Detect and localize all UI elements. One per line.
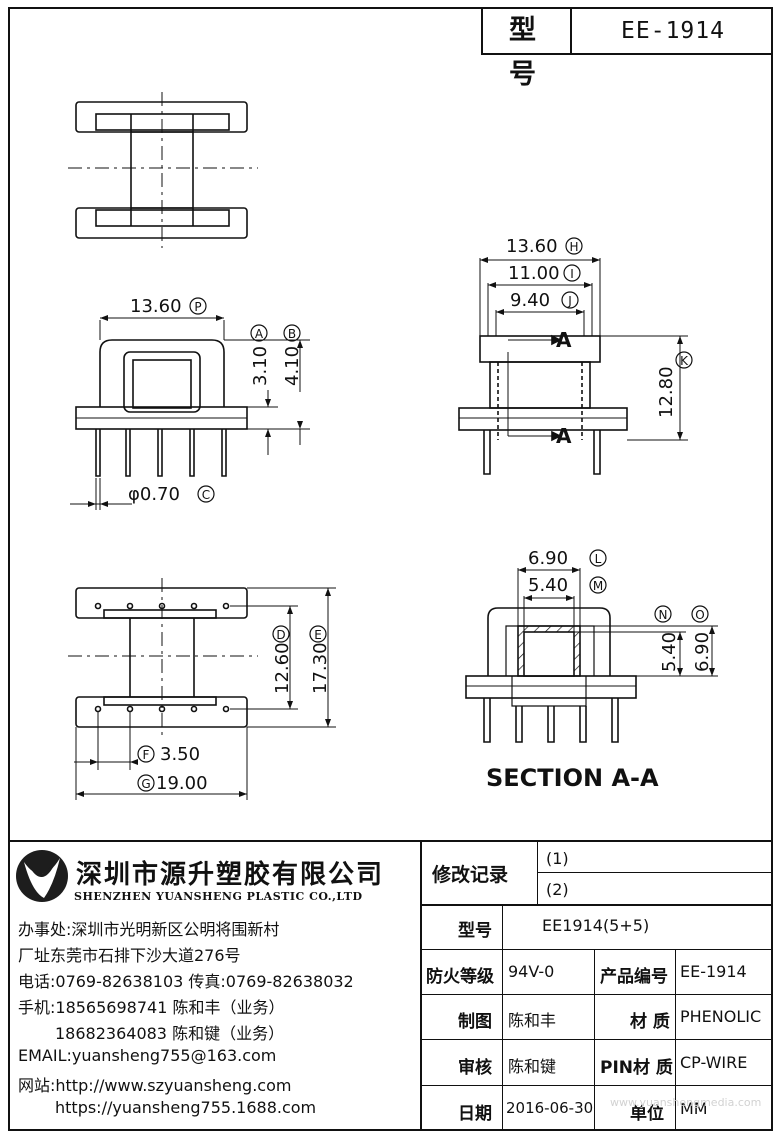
- rev-row-line: [537, 872, 773, 873]
- material-label: 材 质: [630, 1012, 670, 1032]
- dim-o-tag: O: [695, 608, 704, 622]
- dim-m-value: 5.40: [528, 575, 568, 596]
- dim-l-tag: L: [595, 552, 602, 566]
- title-block-header: 型 号 EE-1914: [481, 9, 772, 90]
- drawn-by-label: 制图: [458, 1012, 492, 1032]
- fire-rating-value: 94V-0: [508, 962, 555, 981]
- dim-n-tag: N: [659, 608, 668, 622]
- dim-o-value: 6.90: [692, 632, 713, 672]
- office-address: 办事处:深圳市光明新区公明将围新村: [18, 920, 280, 939]
- model-label: 型 号: [483, 9, 572, 90]
- website: 网站:http://www.szyuansheng.com: [18, 1076, 292, 1095]
- dim-c-value: φ0.70: [128, 484, 180, 505]
- company-logo-icon: [16, 850, 68, 902]
- dim-d-tag: D: [276, 628, 285, 642]
- email: EMAIL:yuansheng755@163.com: [18, 1046, 277, 1065]
- phone-fax: 电话:0769-82638103 传真:0769-82638032: [18, 972, 354, 991]
- website-2: https://yuansheng755.1688.com: [55, 1098, 317, 1117]
- drawn-by-value: 陈和丰: [508, 1011, 557, 1030]
- row-line-5: [420, 1085, 773, 1086]
- front-view: [70, 317, 310, 510]
- section-pins: [483, 698, 619, 743]
- dim-g-value: 19.00: [156, 773, 208, 794]
- product-no-label: 产品编号: [600, 967, 668, 987]
- dim-k-tag: K: [680, 354, 689, 368]
- dim-i-tag: I: [570, 267, 574, 281]
- bottom-view: [68, 578, 336, 800]
- row-line-1: [420, 904, 773, 906]
- factory-address: 厂址东莞市石排下沙大道276号: [18, 946, 241, 965]
- row-line-4: [420, 1039, 773, 1040]
- dim-n-value: 5.40: [659, 632, 680, 672]
- dim-m-tag: M: [593, 579, 603, 593]
- row-line-3: [420, 994, 773, 995]
- revision-label: 修改记录: [432, 864, 509, 886]
- dim-h-tag: H: [569, 240, 578, 254]
- col-line-2: [594, 950, 595, 1131]
- title-block: [8, 840, 773, 1131]
- dim-f-value: 3.50: [160, 744, 200, 765]
- dim-p-value: 13.60: [130, 296, 182, 317]
- mobile-2: 18682364083 陈和键（业务）: [55, 1024, 285, 1043]
- company-name-en: SHENZHEN YUANSHENG PLASTIC CO.,LTD: [74, 890, 363, 903]
- dim-e-tag: E: [314, 628, 322, 642]
- drawing-sheet: [8, 7, 773, 1131]
- dim-a-value: 3.10: [250, 346, 271, 386]
- dim-c-tag: C: [202, 488, 210, 502]
- model-row-label: 型号: [458, 921, 492, 941]
- section-marker-top: A: [556, 328, 572, 352]
- product-no-value: EE-1914: [680, 962, 747, 981]
- mobile-1: 手机:18565698741 陈和丰（业务）: [18, 998, 285, 1017]
- dim-j-tag: J: [567, 294, 572, 308]
- col-line-1: [502, 905, 503, 1131]
- fire-rating-label: 防火等级: [426, 967, 494, 987]
- dim-j-value: 9.40: [510, 290, 550, 311]
- revision-1: (1): [546, 849, 569, 868]
- dim-i-value: 11.00: [508, 263, 560, 284]
- revision-2: (2): [546, 880, 569, 899]
- rev-divider: [537, 842, 538, 904]
- section-marker-bottom: A: [556, 424, 572, 448]
- material-value: PHENOLIC: [680, 1007, 762, 1026]
- dim-d-value: 12.60: [272, 642, 293, 694]
- table-left-border: [420, 842, 422, 1131]
- checked-by-label: 审核: [458, 1058, 492, 1078]
- dim-k-value: 12.80: [656, 366, 677, 418]
- side-view: [458, 258, 688, 475]
- dim-g-tag: G: [141, 777, 150, 791]
- dim-b-tag: B: [288, 327, 296, 341]
- dim-a-tag: A: [255, 327, 264, 341]
- technical-drawing: 13.60 P A B 3.10 4.10 φ0.70 C 13.60 H 11…: [68, 92, 718, 800]
- dim-p-tag: P: [194, 300, 201, 314]
- unit-label: 单位: [630, 1104, 664, 1124]
- dim-h-value: 13.60: [506, 236, 558, 257]
- top-view: [68, 92, 258, 248]
- dim-e-value: 17.30: [310, 642, 331, 694]
- front-pins: [95, 429, 227, 477]
- dim-b-value: 4.10: [282, 346, 303, 386]
- pin-material-value: CP-WIRE: [680, 1053, 748, 1072]
- checked-by-value: 陈和键: [508, 1057, 557, 1076]
- dim-l-value: 6.90: [528, 548, 568, 569]
- dim-f-tag: F: [143, 748, 150, 762]
- section-title: SECTION A-A: [486, 764, 659, 792]
- pin-material-label: PIN材 质: [600, 1058, 673, 1078]
- model-row-value: EE1914(5+5): [542, 916, 650, 935]
- unit-value: MM: [680, 1099, 708, 1118]
- col-line-3: [675, 950, 676, 1131]
- watermark: www.yuanshengmedia.com: [610, 1096, 762, 1109]
- row-line-2: [420, 949, 773, 950]
- date-value: 2016-06-30: [506, 1099, 594, 1117]
- date-label: 日期: [458, 1104, 492, 1124]
- model-value: EE-1914: [621, 18, 725, 44]
- company-name-cn: 深圳市源升塑胶有限公司: [76, 860, 385, 890]
- section-view: [465, 568, 718, 743]
